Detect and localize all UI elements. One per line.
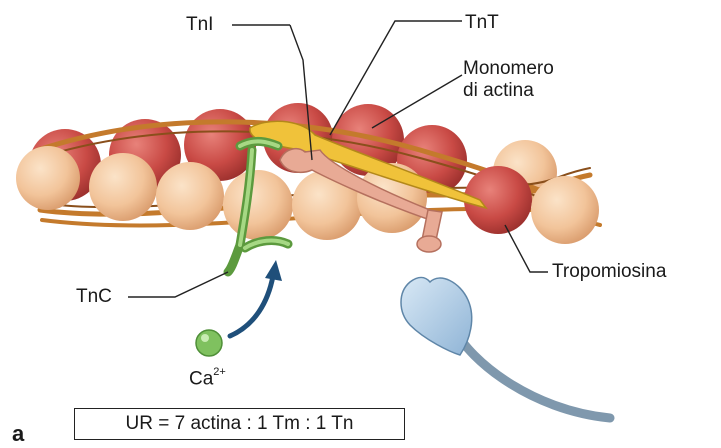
actin-monomer — [223, 170, 293, 240]
label-actin-monomer-line2: di actina — [463, 80, 554, 102]
actin-monomer — [89, 153, 157, 221]
binding-arrow — [230, 260, 282, 336]
label-tnt: TnT — [465, 12, 499, 34]
label-actin-monomer: Monomero di actina — [463, 58, 554, 102]
myosin-head — [401, 278, 610, 419]
calcium-ion — [196, 330, 222, 356]
actin-monomer — [156, 162, 224, 230]
actin-monomer — [16, 146, 80, 210]
tnc-leader — [128, 272, 228, 297]
label-actin-monomer-line1: Monomero — [463, 58, 554, 80]
actin-monomer — [531, 176, 599, 244]
label-tropomyosin: Tropomiosina — [552, 261, 666, 283]
label-tnc: TnC — [76, 286, 112, 308]
ratio-box: UR = 7 actina : 1 Tm : 1 Tn — [74, 408, 405, 440]
label-tni: TnI — [186, 14, 213, 36]
monomer-leader — [372, 75, 462, 128]
label-calcium: Ca2+ — [189, 368, 226, 390]
calcium-symbol: Ca — [189, 368, 213, 389]
panel-letter: a — [12, 421, 24, 447]
calcium-charge: 2+ — [213, 366, 226, 378]
